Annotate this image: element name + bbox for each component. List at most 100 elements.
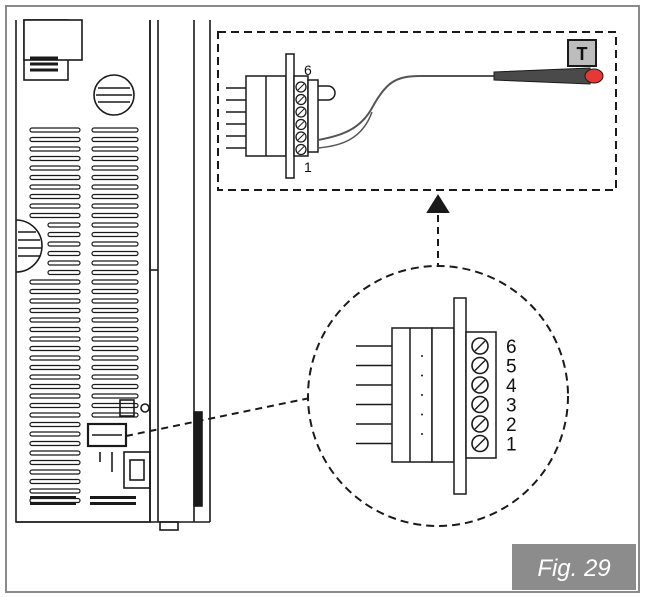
zoom-arrow (426, 194, 450, 270)
base-slot (30, 502, 76, 505)
vent-slot (29, 298, 81, 304)
body-dot (421, 413, 423, 416)
vent-slot (91, 317, 139, 323)
zoom-pins (356, 345, 423, 445)
vent-slot (91, 174, 139, 181)
vent-slot (29, 374, 81, 380)
terminal-screw-slot (474, 340, 486, 352)
vent-slot (91, 127, 139, 133)
body-dot (421, 433, 423, 435)
pin-label-1: 1 (506, 435, 517, 456)
vent-slot (91, 203, 139, 209)
vent-slot (91, 383, 139, 390)
vent-slot (91, 193, 139, 200)
sensor-badge-label: T (577, 44, 588, 64)
base-slot (90, 502, 136, 505)
vent-slot (91, 212, 139, 219)
vent-slot (29, 136, 81, 143)
vent-slot (29, 345, 81, 352)
figure-label: Fig. 29 (537, 555, 610, 582)
vent-slot (91, 412, 139, 418)
inset-screw-slot (297, 133, 305, 141)
vent-slot (29, 146, 81, 152)
vent-slot (91, 288, 139, 295)
vent-slot (91, 374, 139, 380)
vent-slot (29, 383, 81, 390)
sensor-badge (567, 39, 597, 67)
pin-label-6: 6 (506, 337, 517, 358)
vent-slot (91, 336, 139, 342)
terminal-screw-slot (474, 360, 486, 371)
pin-label-2: 2 (506, 415, 517, 436)
vent-slot (29, 288, 81, 295)
vent-slot (29, 412, 81, 418)
vent-slot (91, 146, 139, 152)
vent-slot (91, 355, 139, 361)
vent-slot (29, 431, 81, 437)
vent-slot (29, 279, 81, 285)
vent-slot (91, 364, 139, 371)
appliance-panel (15, 19, 211, 531)
vent-slot (91, 307, 139, 314)
pin-label-4: 4 (506, 376, 517, 397)
figure-badge (512, 544, 636, 590)
vent-slot (47, 231, 81, 238)
vent-slot (91, 279, 139, 285)
vent-slot (29, 174, 81, 181)
inset-screw-slot (297, 96, 305, 103)
vent-slot (91, 155, 139, 162)
vent-slot (29, 469, 81, 475)
terminal-screw-slot (474, 399, 486, 410)
vent-slot (29, 193, 81, 200)
terminal-screw-slot (474, 379, 486, 391)
vent-slot (91, 222, 139, 228)
zoom-leader (125, 397, 311, 437)
vent-slot (47, 250, 81, 257)
body-dot (421, 355, 423, 357)
sensor-inset: T 6 1 (217, 31, 617, 191)
vent-slot (29, 165, 81, 171)
sensor-tip (584, 68, 604, 84)
vent-slot (29, 307, 81, 314)
vent-slot (29, 212, 81, 219)
inset-screw-slot (297, 83, 305, 91)
vent-slot (91, 165, 139, 171)
vent-slot (29, 440, 81, 447)
vent-slot (91, 402, 139, 409)
vent-slot (29, 127, 81, 133)
vent-slot (29, 402, 81, 409)
vent-slot (29, 364, 81, 371)
base-slot (30, 496, 76, 499)
vent-slot (91, 393, 139, 399)
vent-slot (91, 269, 139, 276)
vent-slot (91, 345, 139, 352)
vent-slot (47, 222, 81, 228)
vent-slot (29, 488, 81, 494)
base-slot (90, 496, 136, 499)
vent-slot (29, 478, 81, 485)
vent-slot (29, 450, 81, 456)
inset-screw-slot (297, 146, 305, 153)
vent-slot (91, 136, 139, 143)
vent-slots (29, 127, 139, 505)
vent-slot (29, 421, 81, 428)
body-dot (421, 394, 423, 396)
vent-slot (29, 184, 81, 190)
terminal-screw-slot (474, 418, 486, 430)
zoom-terminal-screws (471, 337, 489, 453)
inset-screw-slot (297, 108, 305, 116)
vent-slot (29, 336, 81, 342)
vent-slot (91, 184, 139, 190)
vent-slot (29, 203, 81, 209)
inset-terminal-label-bottom: 1 (304, 159, 312, 175)
vent-slot (29, 459, 81, 466)
vent-slot (47, 260, 81, 266)
vent-slot (29, 393, 81, 399)
vent-slot (91, 326, 139, 333)
vent-slot (47, 269, 81, 276)
vent-slot (91, 298, 139, 304)
vent-slot (91, 250, 139, 257)
